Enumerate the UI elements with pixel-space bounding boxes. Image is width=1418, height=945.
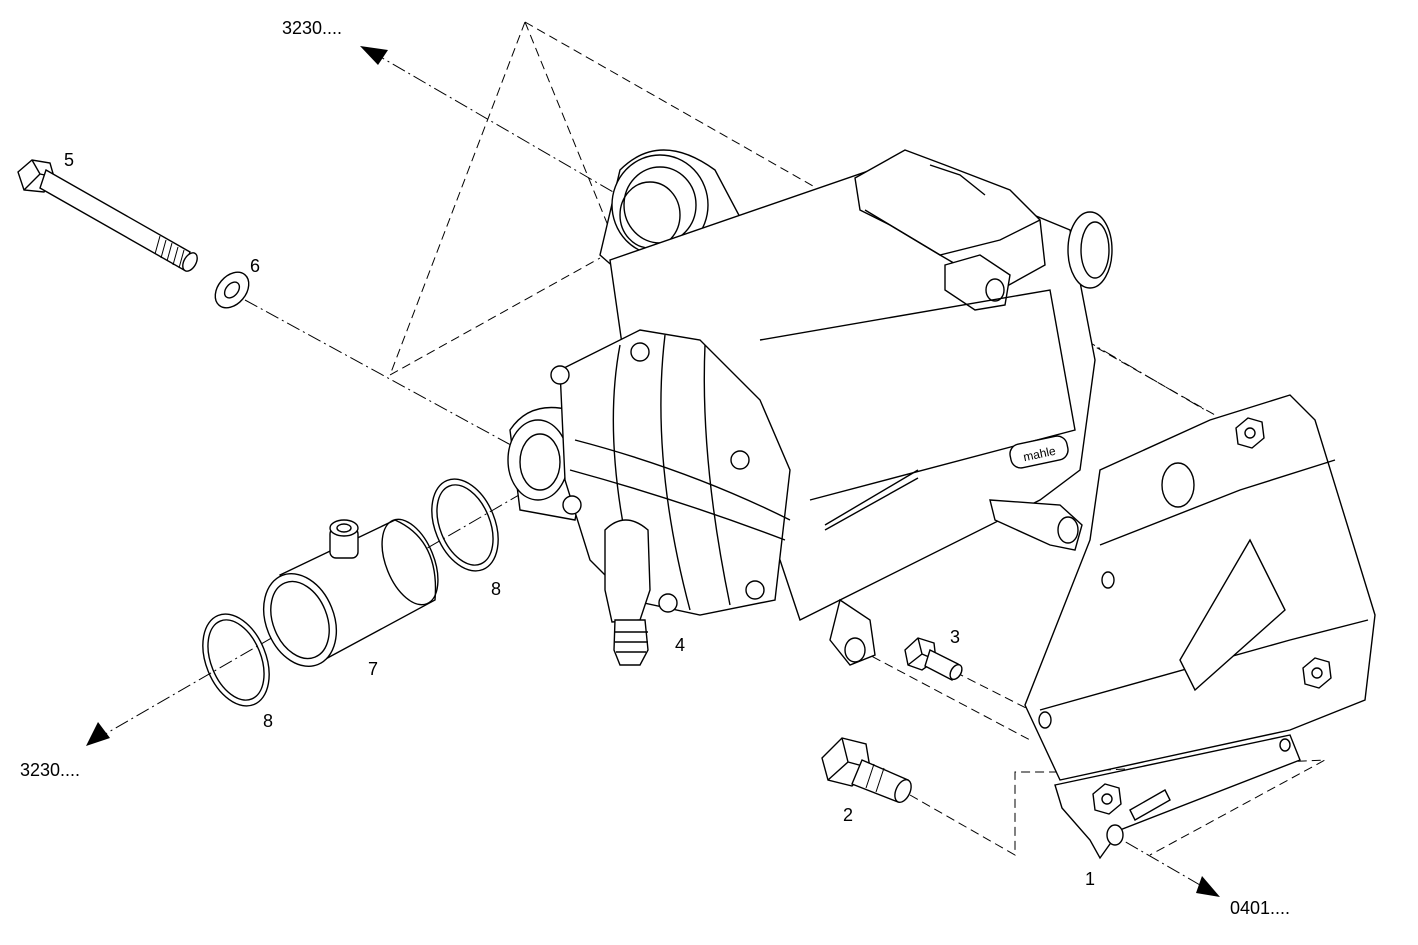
label-part-1: 1 bbox=[1085, 869, 1095, 889]
label-part-6: 6 bbox=[250, 256, 260, 276]
bracket-1 bbox=[1024, 394, 1376, 860]
o-ring-8-right bbox=[431, 478, 499, 572]
label-part-8-right: 8 bbox=[491, 579, 501, 599]
separator-housing: mahle bbox=[507, 149, 1113, 666]
o-ring-8-left bbox=[202, 613, 270, 707]
reference-arrows bbox=[86, 46, 1220, 897]
reference-labels: 3230.... 3230.... 0401.... bbox=[20, 18, 1290, 918]
label-part-8-left: 8 bbox=[263, 711, 273, 731]
brand-mark: mahle bbox=[1022, 444, 1057, 465]
label-part-7: 7 bbox=[368, 659, 378, 679]
ref-bottom-left: 3230.... bbox=[20, 760, 80, 780]
washer-6 bbox=[214, 271, 250, 309]
label-part-3: 3 bbox=[950, 627, 960, 647]
label-part-4: 4 bbox=[675, 635, 685, 655]
label-part-5: 5 bbox=[64, 150, 74, 170]
bolt-2 bbox=[821, 737, 912, 803]
tube-7 bbox=[263, 518, 439, 667]
arrow-bottom-right-icon bbox=[1196, 876, 1220, 897]
part-labels: 1 2 3 4 5 6 7 8 8 bbox=[64, 150, 1095, 889]
label-part-2: 2 bbox=[843, 805, 853, 825]
bolt-3 bbox=[904, 637, 963, 681]
bolt-5 bbox=[17, 159, 198, 272]
arrow-bottom-left-icon bbox=[86, 722, 110, 746]
ref-bottom-right: 0401.... bbox=[1230, 898, 1290, 918]
arrow-top-icon bbox=[360, 46, 388, 65]
ref-top: 3230.... bbox=[282, 18, 342, 38]
